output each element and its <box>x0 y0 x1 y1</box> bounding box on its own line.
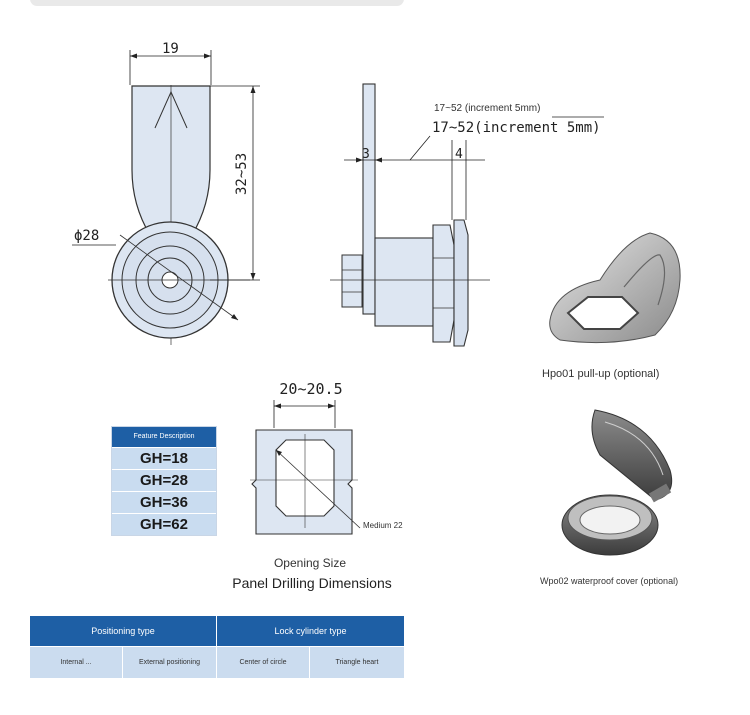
feature-table-header: Feature Description <box>112 427 216 447</box>
side-dim-label: 17~52(increment 5mm) <box>432 120 601 136</box>
pull-up-accessory-image <box>549 232 681 344</box>
side-dim-left-label: 3 <box>362 147 370 162</box>
table-cell: Center of circle <box>217 647 309 678</box>
positioning-type-header: Positioning type <box>30 616 216 646</box>
table-cell: External positioning <box>123 647 216 678</box>
panel-drilling-drawing <box>250 400 361 535</box>
side-dim-annotation: 17~52 (increment 5mm) <box>434 103 540 114</box>
front-view-drawing: 19 ϕ28 32~53 <box>72 41 260 345</box>
dim-height-label: 32~53 <box>234 153 250 195</box>
pull-up-caption: Hpo01 pull-up (optional) <box>542 368 660 380</box>
dim-width-label: 19 <box>162 41 179 57</box>
side-view-drawing: 17~52 (increment 5mm) 17~52(increment 5m… <box>330 83 604 347</box>
dim-diameter-label: ϕ28 <box>74 228 99 244</box>
lock-cylinder-type-header: Lock cylinder type <box>217 616 404 646</box>
table-cell: Internal ... <box>30 647 122 678</box>
feature-row: GH=36 <box>112 492 216 513</box>
feature-table: Feature Description GH=18 GH=28 GH=36 GH… <box>111 426 217 536</box>
feature-row: GH=18 <box>112 448 216 469</box>
positioning-table: Positioning type Lock cylinder type Inte… <box>30 616 404 678</box>
drill-dim-label: 20~20.5 <box>279 380 342 398</box>
feature-row: GH=28 <box>112 470 216 491</box>
drill-medium-label: Medium 22 <box>363 521 403 530</box>
waterproof-cover-image <box>561 409 673 556</box>
top-scroll-bar <box>30 0 404 6</box>
waterproof-cover-caption: Wpo02 waterproof cover (optional) <box>540 576 679 586</box>
drill-dim-label-wrap: 20~20.5 <box>279 380 342 398</box>
side-dim-right-label: 4 <box>455 147 463 162</box>
feature-row: GH=62 <box>112 514 216 535</box>
table-cell: Triangle heart <box>310 647 404 678</box>
panel-drilling-title: Panel Drilling Dimensions <box>232 575 392 591</box>
opening-size-label: Opening Size <box>273 556 347 570</box>
